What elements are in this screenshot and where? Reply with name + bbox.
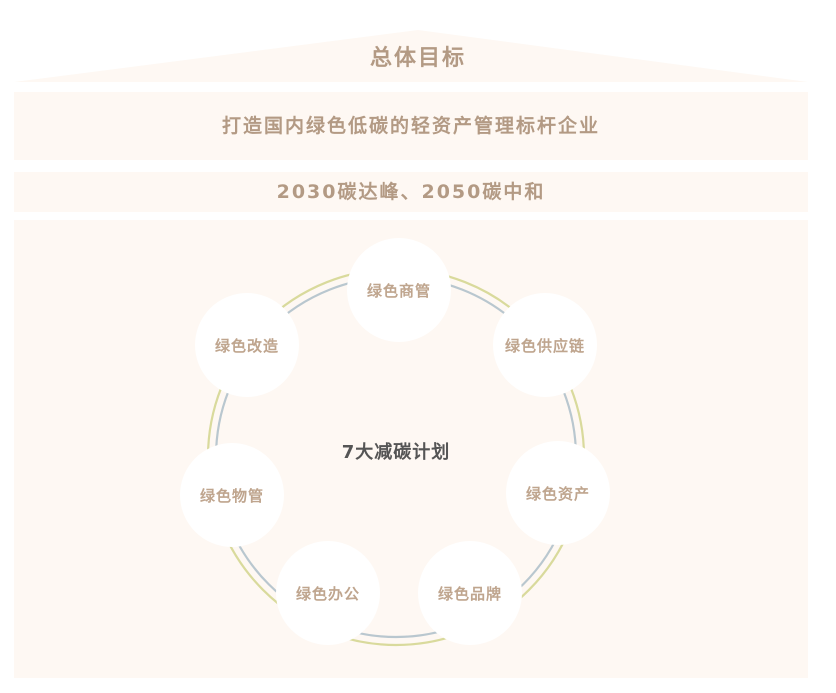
node-green-brand: 绿色品牌	[418, 541, 522, 645]
node-label: 绿色商管	[366, 281, 431, 300]
node-green-commercial-management: 绿色商管	[347, 238, 451, 342]
node-green-renovation: 绿色改造	[195, 293, 299, 397]
center-label-seven-plans: 7大减碳计划	[341, 442, 451, 463]
node-label: 绿色品牌	[437, 584, 502, 603]
node-label: 绿色物管	[199, 486, 264, 505]
overall-goal-title: 总体目标	[369, 46, 466, 71]
goal-band-benchmark: 打造国内绿色低碳的轻资产管理标杆企业	[14, 92, 808, 160]
goal-band-carbon-targets: 2030碳达峰、2050碳中和	[14, 172, 808, 212]
roof-triangle	[14, 30, 808, 82]
node-label: 绿色资产	[525, 484, 590, 503]
node-label: 绿色供应链	[504, 336, 585, 355]
node-label: 绿色改造	[214, 336, 279, 355]
node-green-supply-chain: 绿色供应链	[493, 293, 597, 397]
node-green-property-management: 绿色物管	[180, 443, 284, 547]
node-green-assets: 绿色资产	[506, 441, 610, 545]
node-green-office: 绿色办公	[276, 541, 380, 645]
node-label: 绿色办公	[295, 584, 360, 603]
